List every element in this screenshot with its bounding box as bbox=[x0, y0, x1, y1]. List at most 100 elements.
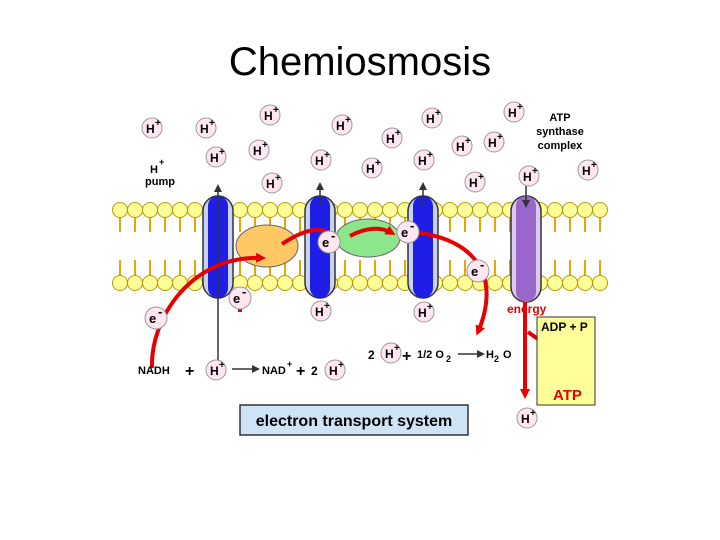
svg-text:e: e bbox=[401, 225, 408, 240]
electrons: e-e-e-e-e- bbox=[144, 218, 490, 330]
half-o2-label: 1/2 O bbox=[417, 349, 444, 361]
hydrogen-ion-icon: H+ bbox=[205, 359, 227, 381]
hydrogen-ion-icon: H+ bbox=[577, 159, 599, 181]
h-pump-h: H bbox=[150, 164, 158, 176]
svg-text:+: + bbox=[375, 158, 381, 169]
o2-subscript: 2 bbox=[446, 354, 451, 364]
water-o: O bbox=[503, 349, 512, 361]
svg-text:+: + bbox=[219, 360, 225, 371]
svg-text:+: + bbox=[209, 118, 215, 129]
svg-text:H: H bbox=[488, 136, 497, 150]
lipid-head bbox=[592, 202, 608, 218]
ets-box bbox=[239, 404, 469, 436]
svg-text:+: + bbox=[262, 140, 268, 151]
hydrogen-ion-icon: H+ bbox=[261, 172, 283, 194]
lipid-head bbox=[487, 275, 503, 291]
svg-text:e: e bbox=[471, 264, 478, 279]
svg-text:H: H bbox=[582, 164, 591, 178]
hydrogen-ion-icon: H+ bbox=[421, 107, 443, 129]
svg-text:e: e bbox=[233, 291, 240, 306]
svg-text:+: + bbox=[394, 343, 400, 354]
lipid-head bbox=[247, 275, 263, 291]
lipid-head bbox=[457, 202, 473, 218]
hydrogen-ion-icon: H+ bbox=[464, 171, 486, 193]
hydrogen-ion-icon: H+ bbox=[451, 135, 473, 157]
svg-text:+: + bbox=[324, 150, 330, 161]
svg-text:-: - bbox=[242, 284, 246, 299]
lipid-head bbox=[337, 275, 353, 291]
hydrogen-ion-icon: H+ bbox=[324, 359, 346, 381]
hydrogen-ion-icon: H+ bbox=[248, 139, 270, 161]
lipid-head bbox=[127, 275, 143, 291]
electron-icon: e- bbox=[396, 218, 420, 244]
hydrogen-ion-icon: H+ bbox=[413, 149, 435, 171]
lipid-head bbox=[367, 275, 383, 291]
svg-text:H: H bbox=[418, 154, 427, 168]
nadh-plus: + bbox=[185, 363, 194, 380]
page-title: Chemiosmosis bbox=[228, 40, 492, 84]
svg-text:H: H bbox=[336, 119, 345, 133]
lipid-head bbox=[577, 202, 593, 218]
svg-text:H: H bbox=[146, 122, 155, 136]
energy-label: energy bbox=[507, 302, 547, 316]
svg-text:+: + bbox=[465, 136, 471, 147]
lipid-head bbox=[562, 202, 578, 218]
h-pump-plus: + bbox=[159, 157, 164, 167]
svg-text:+: + bbox=[395, 128, 401, 139]
nad-plus-sign: + bbox=[296, 363, 305, 380]
lipid-head bbox=[142, 275, 158, 291]
svg-text:H: H bbox=[200, 122, 209, 136]
water-h: H bbox=[486, 349, 494, 361]
atp-label: ATP bbox=[553, 387, 582, 404]
hydrogen-ion-icon: H+ bbox=[413, 301, 435, 323]
atp-synthase bbox=[510, 195, 542, 303]
svg-text:H: H bbox=[508, 106, 517, 120]
lipid-head bbox=[547, 275, 563, 291]
svg-text:+: + bbox=[478, 172, 484, 183]
hydrogen-ion-icon: H+ bbox=[205, 146, 227, 168]
svg-text:e: e bbox=[149, 311, 156, 326]
atp-synthase-label: ATP synthase complex bbox=[536, 112, 584, 152]
svg-text:H: H bbox=[329, 364, 338, 378]
lipid-head bbox=[112, 275, 128, 291]
lipid-head bbox=[187, 202, 203, 218]
svg-text:+: + bbox=[324, 301, 330, 312]
svg-text:+: + bbox=[591, 160, 597, 171]
svg-text:+: + bbox=[155, 118, 161, 129]
svg-text:+: + bbox=[435, 108, 441, 119]
svg-text:e: e bbox=[322, 235, 329, 250]
svg-text:+: + bbox=[345, 115, 351, 126]
svg-text:+: + bbox=[427, 302, 433, 313]
lipid-head bbox=[382, 275, 398, 291]
atp-synthase-label-2: synthase bbox=[536, 126, 584, 138]
hydrogen-ion-icon: H+ bbox=[483, 131, 505, 153]
complex-orange bbox=[235, 224, 299, 268]
lipid-head bbox=[337, 202, 353, 218]
lipid-head bbox=[442, 275, 458, 291]
svg-text:+: + bbox=[338, 360, 344, 371]
hydrogen-ion-icon: H+ bbox=[380, 342, 402, 364]
svg-text:H: H bbox=[210, 364, 219, 378]
hydrogen-ion-icon: H+ bbox=[516, 407, 538, 429]
svg-text:H: H bbox=[386, 132, 395, 146]
svg-text:-: - bbox=[158, 304, 162, 319]
lipid-head bbox=[547, 202, 563, 218]
svg-text:+: + bbox=[497, 132, 503, 143]
h-pump-label: H + pump bbox=[145, 157, 175, 188]
svg-text:+: + bbox=[532, 166, 538, 177]
hydrogen-ion-icon: H+ bbox=[310, 300, 332, 322]
hydrogen-ions: H+H+H+H+H+H+H+H+H+H+H+H+H+H+H+H+H+H+H+H+… bbox=[141, 101, 599, 429]
svg-text:H: H bbox=[521, 412, 530, 426]
svg-text:+: + bbox=[219, 147, 225, 158]
h-pump-text: pump bbox=[145, 176, 175, 188]
hydrogen-ion-icon: H+ bbox=[361, 157, 383, 179]
svg-text:H: H bbox=[426, 112, 435, 126]
lipid-head bbox=[382, 202, 398, 218]
svg-text:H: H bbox=[264, 109, 273, 123]
lipid-head bbox=[112, 202, 128, 218]
lipid-head bbox=[262, 275, 278, 291]
svg-text:-: - bbox=[331, 228, 335, 243]
electron-icon: e- bbox=[144, 304, 168, 330]
svg-text:H: H bbox=[315, 154, 324, 168]
hydrogen-ion-icon: H+ bbox=[259, 104, 281, 126]
